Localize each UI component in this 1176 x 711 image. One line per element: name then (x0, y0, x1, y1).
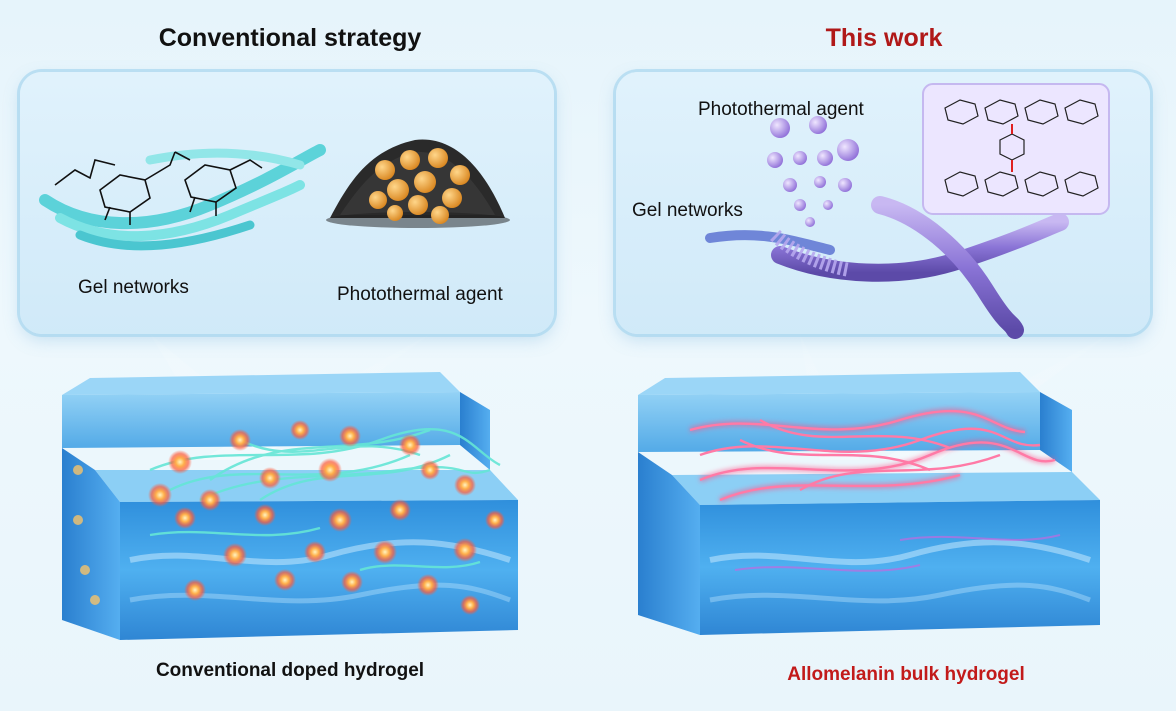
right-photothermal-agent-label: Photothermal agent (698, 99, 864, 120)
right-caption: Allomelanin bulk hydrogel (787, 664, 1025, 685)
photothermal-nanoparticles (369, 148, 470, 224)
purple-gel-fibers (705, 196, 1069, 339)
purple-photothermal-particles (767, 116, 859, 227)
right-title: This work (825, 24, 943, 52)
allomelanin-hydrogel-block (638, 372, 1100, 635)
molecular-structure-inset (922, 83, 1110, 215)
left-caption: Conventional doped hydrogel (155, 660, 425, 681)
left-photothermal-agent-label: Photothermal agent (337, 284, 503, 305)
polysaccharide-molecule (54, 151, 263, 225)
gel-network-ribbons (39, 144, 326, 251)
left-title: Conventional strategy (158, 24, 422, 52)
doped-photothermal-particles (73, 420, 505, 615)
right-gel-networks-label: Gel networks (632, 200, 743, 221)
conventional-hydrogel-block (62, 372, 518, 640)
left-gel-networks-label: Gel networks (78, 277, 189, 298)
allomelanin-fibers (689, 409, 1056, 502)
